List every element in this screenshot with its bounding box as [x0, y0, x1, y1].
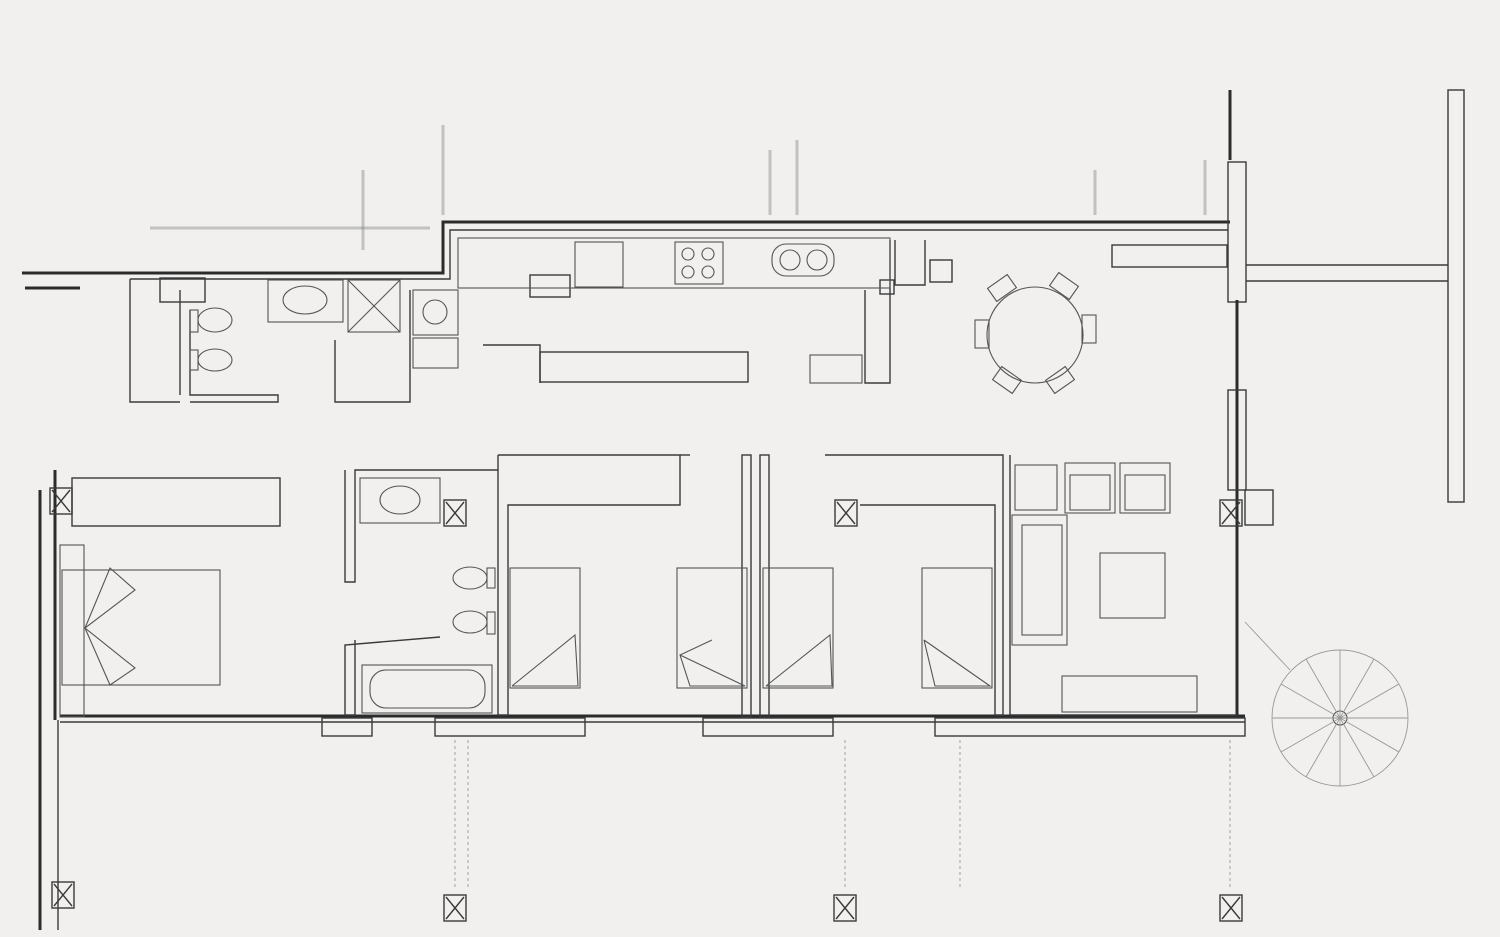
bathroom-top: [189, 279, 459, 372]
bidet-icon: [452, 566, 496, 590]
kitchen-counter: [457, 237, 891, 289]
terrace-guides: [454, 740, 1231, 890]
duct-icon: [159, 277, 206, 303]
toilet-icon: [189, 307, 233, 333]
duct-icon: [1244, 489, 1274, 526]
island-icon: [809, 354, 863, 384]
washer-icon: [412, 289, 459, 369]
bed-icon: [762, 567, 834, 689]
bidet-icon: [189, 348, 233, 372]
fridge-icon: [574, 241, 624, 288]
column-x-icon: [1219, 894, 1243, 922]
spiral-stair-icon: [1244, 621, 1409, 787]
tv-cabinet-icon: [1061, 675, 1198, 713]
window-sills: [321, 244, 1246, 737]
bathtub-icon: [361, 664, 493, 714]
column-x-icon: [834, 499, 858, 527]
armchair-icon: [1119, 462, 1171, 514]
column-x-icon: [49, 487, 73, 515]
twin-beds: [509, 567, 993, 689]
duct-icon: [529, 274, 571, 298]
sink-icon: [267, 279, 344, 323]
living-room: [1011, 462, 1198, 713]
toilet-icon: [452, 610, 496, 635]
column-x-icon: [879, 279, 895, 295]
bed-icon: [59, 544, 221, 718]
sink-icon: [359, 477, 441, 524]
column-x-icon: [443, 499, 467, 527]
shower-icon: [347, 279, 401, 333]
armchair-icon: [1064, 462, 1116, 514]
duct-icon: [929, 259, 953, 283]
column-x-icon: [443, 894, 467, 922]
kitchen: [457, 237, 891, 384]
faded-terrace-marks: [150, 125, 1207, 250]
column-x-icon: [833, 894, 857, 922]
bathroom-bottom: [359, 477, 496, 714]
bed-icon: [921, 567, 993, 689]
interior-walls: [71, 240, 1237, 718]
column-x-icon: [51, 881, 75, 909]
sofa-icon: [1011, 514, 1068, 646]
structural-columns: [49, 259, 1274, 922]
stove-icon: [674, 241, 724, 285]
coffee-table-icon: [1099, 552, 1166, 619]
column-x-icon: [1219, 499, 1243, 527]
bed-icon: [676, 567, 748, 689]
double-sink-icon: [771, 243, 835, 277]
dining-table-icon: [974, 271, 1097, 395]
bed-icon: [509, 567, 581, 689]
exterior-walls: [22, 89, 1465, 930]
armchair-icon: [1014, 464, 1058, 511]
